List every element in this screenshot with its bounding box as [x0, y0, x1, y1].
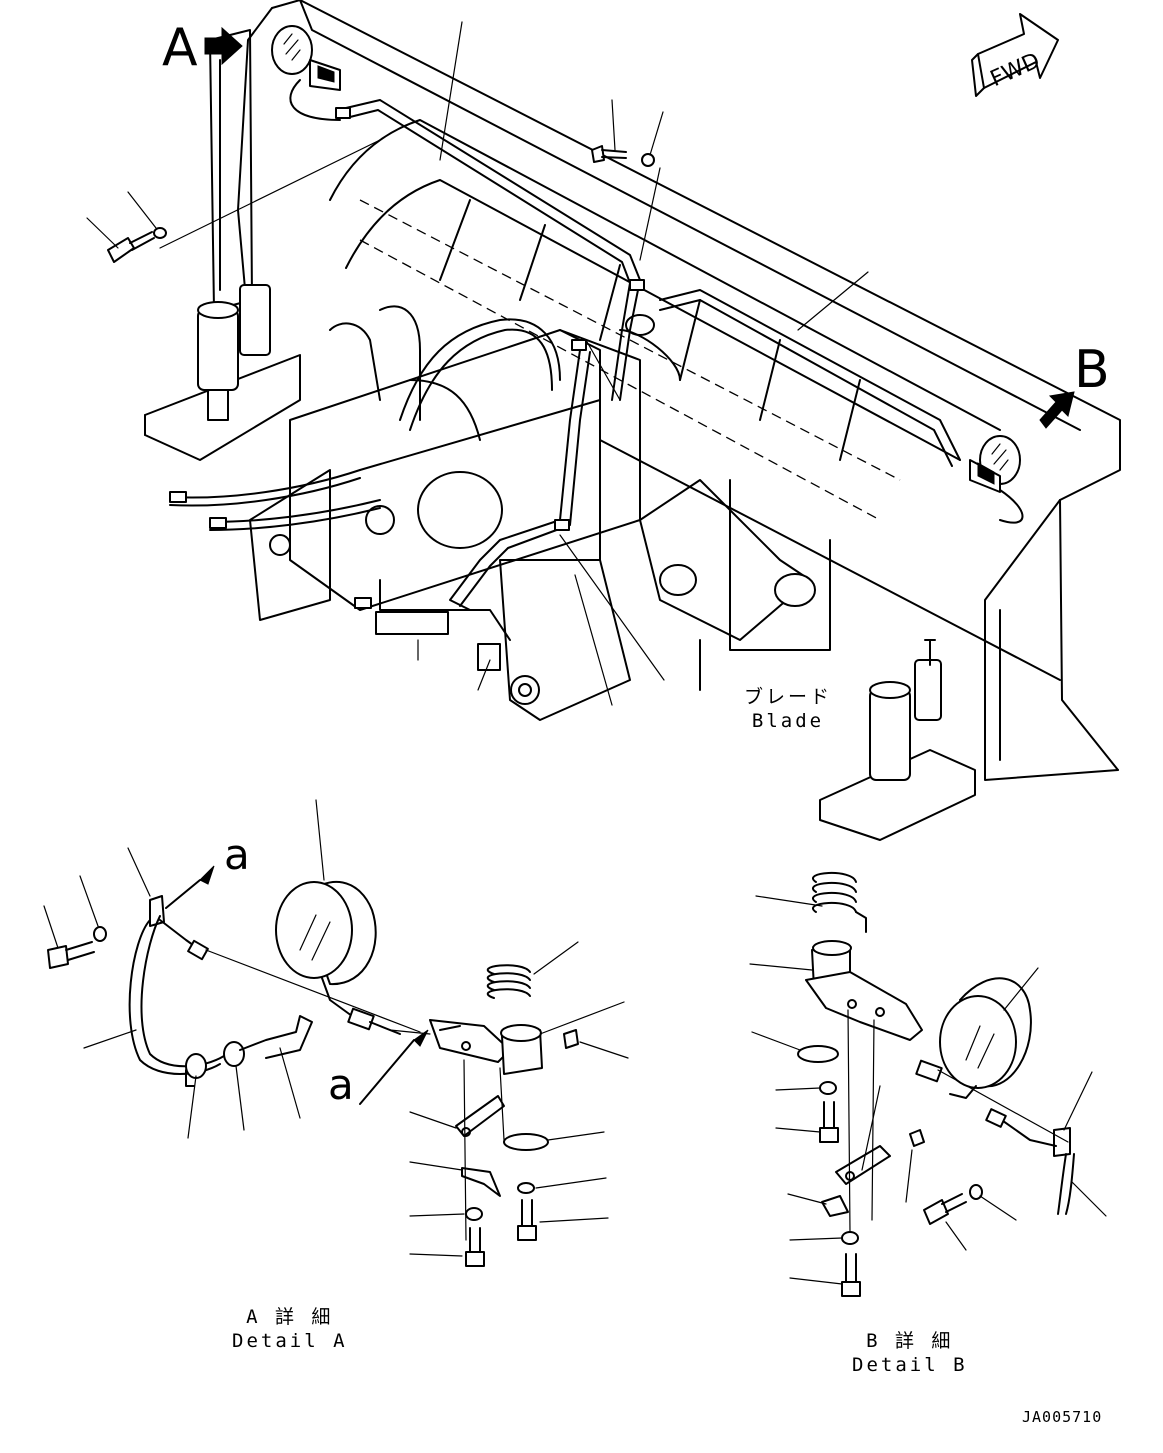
- blade-caption-en: Blade: [751, 709, 825, 732]
- bolt-icon-b: [923, 1199, 949, 1225]
- washer-icon-b: [969, 1184, 983, 1200]
- lamp-b-detail: [915, 977, 1075, 1215]
- detail-b-caption-jp: B 詳 細: [866, 1330, 954, 1352]
- spring-a: [486, 964, 531, 999]
- lamp-a: [271, 25, 313, 75]
- fwd-arrow-icon: FWD: [971, 13, 1059, 97]
- right-cylinder: [869, 689, 911, 781]
- lamp-bracket-b: [805, 971, 923, 1041]
- detail-a-caption-en: Detail A: [232, 1329, 348, 1352]
- fwd-label: FWD: [987, 48, 1044, 92]
- view-a-label: A: [162, 18, 198, 78]
- washer-icon: [153, 227, 167, 239]
- detail-a-caption: A 詳 細 Detail A: [232, 1306, 348, 1354]
- detail-a-assembly: [43, 799, 629, 1267]
- bolt-icon-a: [47, 945, 69, 969]
- detail-a-caption-jp: A 詳 細: [246, 1306, 334, 1328]
- lamp-bracket-a: [429, 1019, 511, 1063]
- sub-a-label-bottom: a: [328, 1060, 354, 1109]
- washer-icon-a: [93, 926, 107, 942]
- left-cylinder: [197, 309, 239, 391]
- view-b-arrow: [1039, 391, 1075, 429]
- spring-b: [812, 872, 867, 933]
- blade-assembly: FWD: [86, 0, 1121, 841]
- sub-a-label-top: a: [224, 830, 250, 879]
- view-b-label: B: [1074, 340, 1110, 400]
- detail-b-assembly: [749, 872, 1107, 1297]
- lamp-a-detail: [275, 881, 401, 1035]
- bolt-icon-2: [591, 145, 605, 163]
- drawing-code: JA005710: [1022, 1408, 1103, 1426]
- detail-b-caption-en: Detail B: [852, 1353, 968, 1376]
- washer-icon-2: [641, 153, 655, 167]
- blade-caption-jp: ブレード: [744, 686, 833, 708]
- blade-caption: ブレード Blade: [744, 686, 832, 734]
- detail-b-caption: B 詳 細 Detail B: [852, 1330, 968, 1378]
- view-a-arrow: [204, 26, 243, 66]
